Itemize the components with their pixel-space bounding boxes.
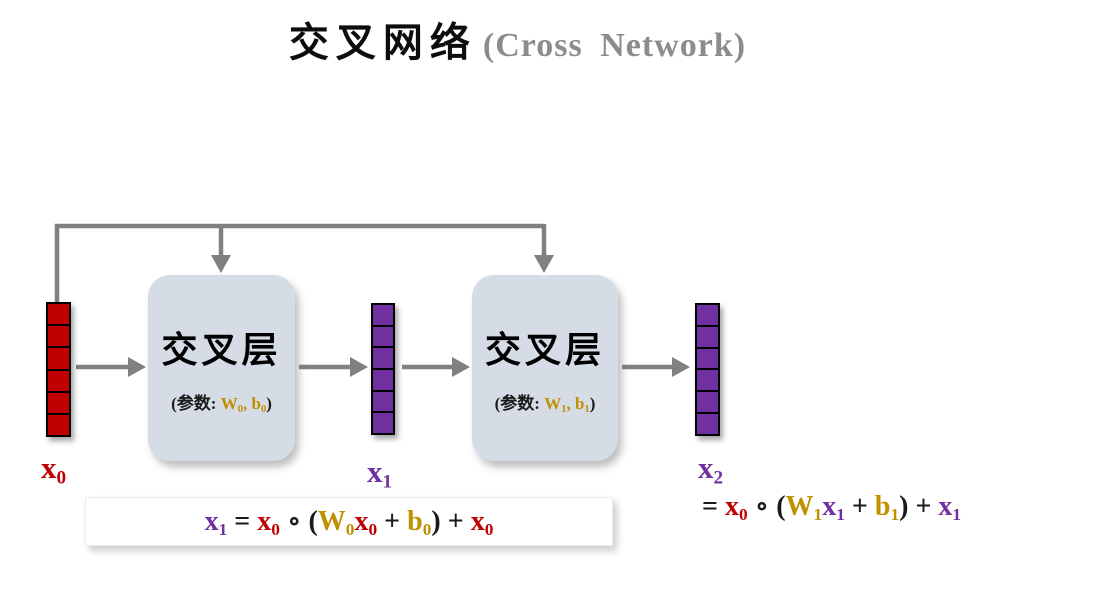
subscript: 1: [890, 504, 900, 524]
title-chinese: 交叉网络: [288, 20, 477, 65]
subscript: 2: [713, 467, 724, 489]
arrow-x1-to-layer2-head: [452, 357, 470, 377]
vector-cell: [697, 305, 718, 327]
segment: (: [776, 491, 786, 522]
label-x2: x2: [698, 450, 723, 489]
subscript: 1: [382, 471, 393, 493]
vector-cell: [373, 305, 393, 327]
subscript: 1: [952, 504, 962, 524]
label-x1: x1: [367, 454, 392, 493]
subscript: 0: [271, 519, 280, 539]
vector-cell: [48, 414, 69, 436]
vector-cell: [373, 370, 393, 392]
cross-layer-2-params: (参数: W1, b1): [495, 389, 596, 415]
segment: ∘: [747, 491, 777, 522]
subscript: 1: [584, 403, 590, 415]
title-english: (Cross Network): [482, 27, 747, 64]
segment: x0: [41, 450, 67, 489]
segment: (参数:: [171, 394, 221, 414]
cross-layer-1: 交叉层 (参数: W0, b0): [148, 275, 295, 461]
subscript: 0: [237, 403, 243, 415]
segment: W1: [785, 491, 823, 524]
segment: (: [308, 505, 318, 537]
formula-x1-box: x1 = x0 ∘ (W0x0 + b0) + x0: [85, 497, 613, 546]
segment: W1: [544, 394, 567, 415]
segment: x1: [367, 454, 393, 493]
subscript: 0: [484, 519, 494, 539]
arrow-x0-to-layer1-head: [128, 357, 146, 377]
vector-cell: [48, 304, 69, 327]
subscript: 1: [561, 403, 567, 415]
vector-cell: [48, 392, 69, 415]
vector-cell: [373, 413, 393, 434]
vector-cell: [373, 326, 393, 349]
segment: (参数:: [494, 394, 545, 414]
vector-x0: [46, 302, 71, 437]
segment: x1: [204, 505, 228, 539]
label-x0: x0: [41, 450, 66, 489]
cross-layer-2-title: 交叉层: [484, 330, 605, 371]
segment: b1: [874, 491, 900, 524]
subscript: 0: [738, 504, 748, 524]
vector-cell: [373, 348, 393, 371]
page-title: 交叉网络(Cross Network): [0, 10, 1035, 68]
arrow-layer2-to-x2-head: [672, 357, 690, 377]
cross-layer-1-params: (参数: W0, b0): [171, 389, 272, 415]
segment: ): [266, 394, 272, 414]
subscript: 1: [813, 504, 823, 524]
segment: x0: [470, 505, 494, 539]
segment: +: [377, 505, 408, 537]
formula-x1: x1 = x0 ∘ (W0x0 + b0) + x0: [205, 504, 494, 540]
vector-cell: [697, 414, 718, 434]
cross-layer-1-title: 交叉层: [161, 330, 282, 371]
segment: x1: [822, 491, 845, 524]
skip-drop-arrow-2-head: [534, 255, 554, 273]
segment: +: [440, 505, 471, 537]
vector-cell: [48, 348, 69, 371]
segment: ): [589, 394, 596, 414]
segment: x0: [354, 505, 378, 539]
cross-layer-2: 交叉层 (参数: W1, b1): [472, 275, 618, 461]
skip-connection-line: [54, 223, 544, 303]
segment: W0: [220, 394, 243, 415]
vector-cell: [48, 370, 69, 393]
vector-cell: [48, 326, 69, 349]
segment: b1: [574, 394, 590, 415]
arrow-layer1-to-x1-head: [350, 357, 368, 377]
subscript: 0: [260, 403, 267, 415]
skip-drop-arrow-1-head: [211, 255, 231, 273]
segment: +: [844, 491, 875, 522]
vector-cell: [697, 326, 718, 349]
segment: x0: [257, 505, 280, 539]
segment: x2: [698, 450, 724, 489]
segment: W0: [317, 505, 355, 539]
subscript: 0: [422, 519, 432, 539]
vector-x2: [695, 303, 720, 436]
subscript: 0: [368, 519, 378, 539]
segment: x1: [938, 491, 962, 524]
segment: x0: [724, 491, 748, 524]
segment: ∘: [279, 505, 309, 537]
subscript: 1: [836, 504, 845, 524]
segment: b0: [407, 505, 432, 539]
segment: +: [908, 491, 939, 522]
segment: =: [702, 491, 725, 522]
vector-cell: [697, 370, 718, 393]
vector-x1: [371, 303, 395, 435]
vector-cell: [373, 391, 393, 414]
subscript: 0: [345, 519, 355, 539]
subscript: 1: [218, 519, 228, 539]
segment: ): [899, 491, 909, 522]
formula-x2: = x0 ∘ (W1x1 + b1) + x1: [702, 489, 961, 525]
vector-cell: [697, 348, 718, 371]
segment: ): [431, 505, 441, 537]
segment: b0: [251, 394, 267, 415]
vector-cell: [697, 392, 718, 415]
segment: =: [227, 505, 258, 537]
segment: ,: [566, 394, 575, 414]
subscript: 0: [56, 467, 67, 489]
segment: ,: [242, 394, 252, 414]
